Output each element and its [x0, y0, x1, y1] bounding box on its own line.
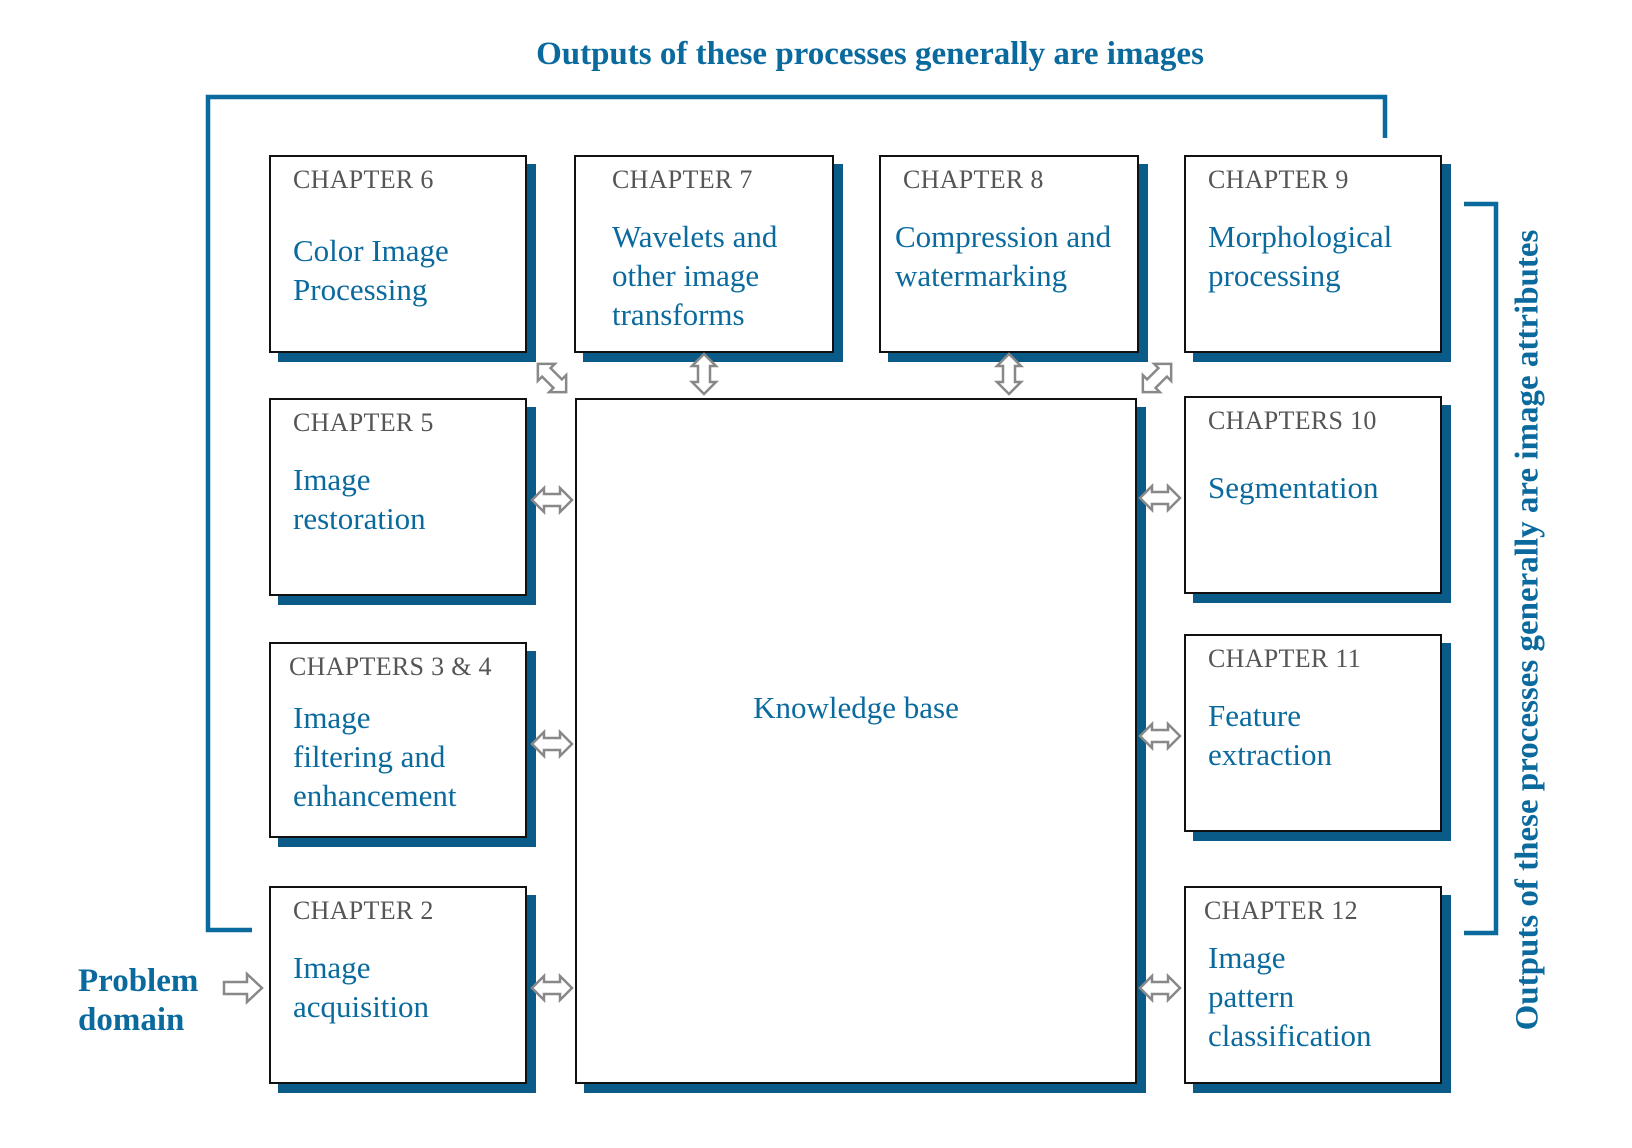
chapter-8-title-line: watermarking	[895, 258, 1068, 293]
chapter-8-title-line: Compression and	[895, 219, 1112, 254]
chapter-5-title-line: restoration	[293, 501, 426, 536]
chapter-2-heading: CHAPTER 2	[293, 896, 434, 925]
chapters-3-4-title: Image filtering and enhancement	[293, 698, 457, 815]
chapter-12-title-line: pattern	[1208, 979, 1295, 1014]
chapter-6-title-line: Processing	[293, 272, 428, 307]
chapter-7-title-line: Wavelets and	[612, 219, 778, 254]
problem-domain-arrow-icon	[222, 972, 264, 1004]
chapter-10-title: Segmentation	[1208, 468, 1378, 507]
top-bracket	[205, 94, 1388, 933]
chapter-7-title-line: other image	[612, 258, 760, 293]
chapter-5-heading: CHAPTER 5	[293, 408, 434, 437]
side-bracket	[1464, 201, 1499, 936]
chapter-6-box: CHAPTER 6 Color Image Processing	[269, 155, 527, 353]
double-arrow-icon-ch5	[530, 486, 574, 514]
chapter-7-title: Wavelets and other image transforms	[612, 217, 777, 334]
chapter-5-title: Image restoration	[293, 460, 426, 538]
chapters-3-4-title-line: enhancement	[293, 778, 457, 813]
chapter-9-title-line: Morphological	[1208, 219, 1393, 254]
chapter-11-heading: CHAPTER 11	[1208, 644, 1361, 673]
chapter-11-title: Feature extraction	[1208, 696, 1332, 774]
chapter-2-title-line: Image	[293, 950, 371, 985]
chapter-11-title-line: Feature	[1208, 698, 1301, 733]
double-arrow-icon-ch10	[1138, 484, 1182, 512]
diagonal-arrow-icon-ch6	[528, 354, 576, 402]
chapter-10-box: CHAPTERS 10 Segmentation	[1184, 396, 1442, 594]
chapters-3-4-title-line: filtering and	[293, 739, 446, 774]
chapter-5-title-line: Image	[293, 462, 371, 497]
chapter-11-title-line: extraction	[1208, 737, 1332, 772]
double-arrow-icon-ch2	[530, 974, 574, 1002]
diagonal-arrow-icon-ch9	[1133, 354, 1181, 402]
problem-domain-line-2: domain	[78, 1002, 185, 1038]
double-arrow-icon-ch12	[1138, 974, 1182, 1002]
chapter-10-title-line: Segmentation	[1208, 470, 1379, 505]
chapter-8-box: CHAPTER 8 Compression and watermarking	[879, 155, 1139, 353]
chapter-2-box: CHAPTER 2 Image acquisition	[269, 886, 527, 1084]
chapter-8-title: Compression and watermarking	[895, 217, 1111, 295]
chapter-9-box: CHAPTER 9 Morphological processing	[1184, 155, 1442, 353]
chapter-11-box: CHAPTER 11 Feature extraction	[1184, 634, 1442, 832]
chapters-3-4-title-line: Image	[293, 700, 371, 735]
chapter-5-box: CHAPTER 5 Image restoration	[269, 398, 527, 596]
problem-domain-line-1: Problem	[78, 963, 199, 999]
chapters-3-4-heading: CHAPTERS 3 & 4	[289, 652, 492, 681]
chapter-7-title-line: transforms	[612, 297, 745, 332]
chapter-8-heading: CHAPTER 8	[903, 165, 1044, 194]
top-caption: Outputs of these processes generally are…	[536, 36, 1204, 72]
chapter-12-title: Image pattern classification	[1208, 938, 1372, 1055]
double-arrow-icon-ch8	[995, 352, 1023, 396]
chapter-9-heading: CHAPTER 9	[1208, 165, 1349, 194]
knowledge-base-label: Knowledge base	[753, 690, 959, 725]
problem-domain-label: Problem domain	[78, 962, 198, 1040]
chapter-6-title: Color Image Processing	[293, 231, 449, 309]
chapter-10-heading: CHAPTERS 10	[1208, 406, 1377, 435]
chapter-12-title-line: classification	[1208, 1018, 1372, 1053]
chapter-2-title: Image acquisition	[293, 948, 429, 1026]
knowledge-base-box: Knowledge base	[575, 398, 1137, 1084]
chapter-9-title-line: processing	[1208, 258, 1341, 293]
chapter-7-box: CHAPTER 7 Wavelets and other image trans…	[574, 155, 834, 353]
chapter-6-title-line: Color Image	[293, 233, 449, 268]
double-arrow-icon-ch7	[690, 352, 718, 396]
chapter-12-title-line: Image	[1208, 940, 1286, 975]
chapter-12-box: CHAPTER 12 Image pattern classification	[1184, 886, 1442, 1084]
double-arrow-icon-ch34	[530, 730, 574, 758]
chapter-7-heading: CHAPTER 7	[612, 165, 753, 194]
chapter-12-heading: CHAPTER 12	[1204, 896, 1358, 925]
chapter-6-heading: CHAPTER 6	[293, 165, 434, 194]
chapter-9-title: Morphological processing	[1208, 217, 1392, 295]
chapter-2-title-line: acquisition	[293, 989, 430, 1024]
double-arrow-icon-ch11	[1138, 722, 1182, 750]
chapters-3-4-box: CHAPTERS 3 & 4 Image filtering and enhan…	[269, 642, 527, 838]
